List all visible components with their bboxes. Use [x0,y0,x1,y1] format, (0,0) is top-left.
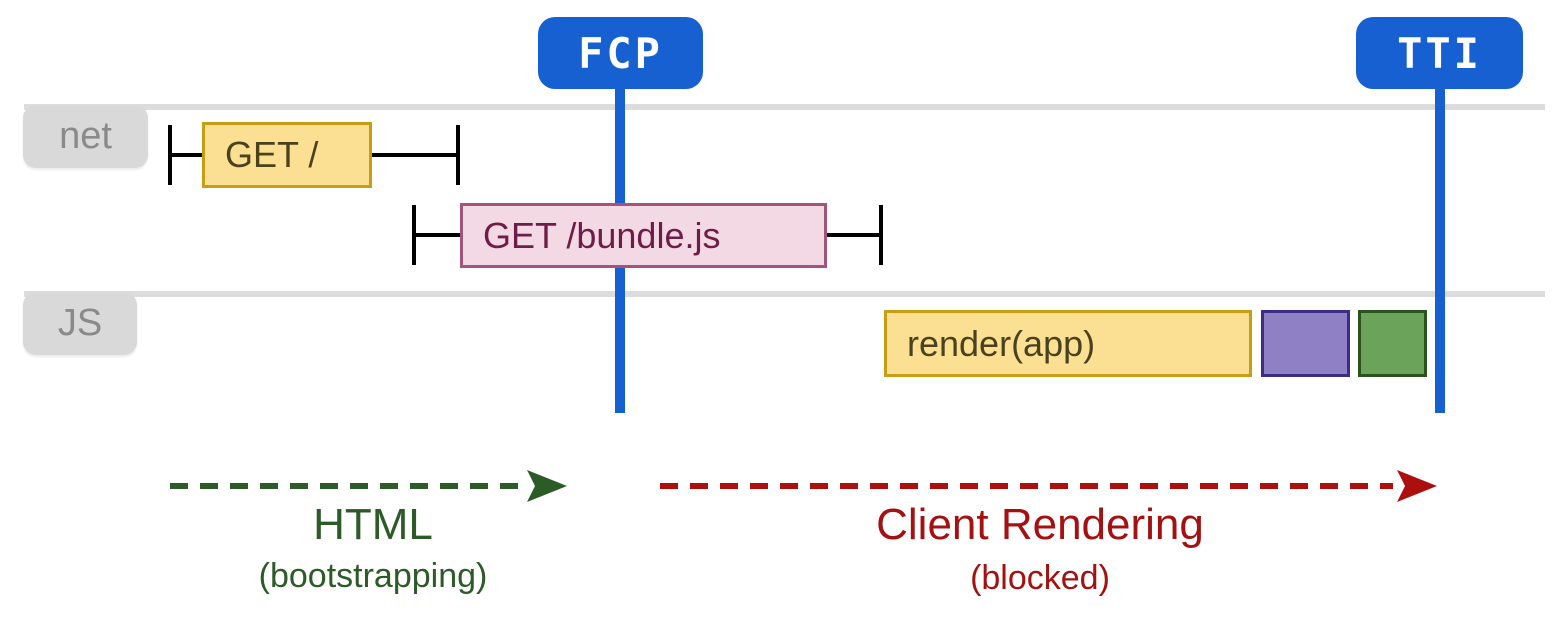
html-phase-arrowhead-icon [527,470,567,502]
get-bundle-start-tick [412,205,416,265]
net-lane-line [24,104,1545,110]
tti-badge: TTI [1356,17,1523,89]
lane-label-net: net [23,105,148,168]
get-root-request-label: GET / [225,134,319,175]
get-bundle-request-label: GET /bundle.js [483,214,721,256]
get-bundle-left-connector [416,233,460,237]
purple-task-box [1261,310,1350,377]
get-root-end-tick [456,125,460,185]
lane-label-js: JS [23,292,137,355]
fcp-badge: FCP [538,17,703,89]
render-app-task-box: render(app) [884,310,1252,377]
html-phase-label: HTML [313,500,433,549]
lane-label-js-text: JS [57,302,103,344]
get-root-request-box: GET / [202,122,372,188]
get-bundle-right-connector [827,233,879,237]
get-root-right-connector [372,153,458,157]
get-root-left-connector [172,153,202,157]
render-app-task-label: render(app) [907,322,1096,364]
js-lane-line [24,291,1545,297]
fcp-badge-text: FCP [578,28,663,78]
html-phase-sublabel: (bootstrapping) [258,557,488,595]
get-root-start-tick [168,125,172,185]
get-bundle-end-tick [879,205,883,265]
client-rendering-phase-sublabel: (blocked) [970,559,1110,597]
get-bundle-request-box: GET /bundle.js [460,203,827,268]
client-rendering-phase-arrowhead-icon [1397,470,1437,502]
client-rendering-phase-label: Client Rendering [876,500,1204,549]
tti-badge-text: TTI [1397,28,1482,78]
lane-label-net-text: net [59,115,112,157]
tti-marker-line [1435,88,1445,413]
green-task-box [1358,310,1427,377]
